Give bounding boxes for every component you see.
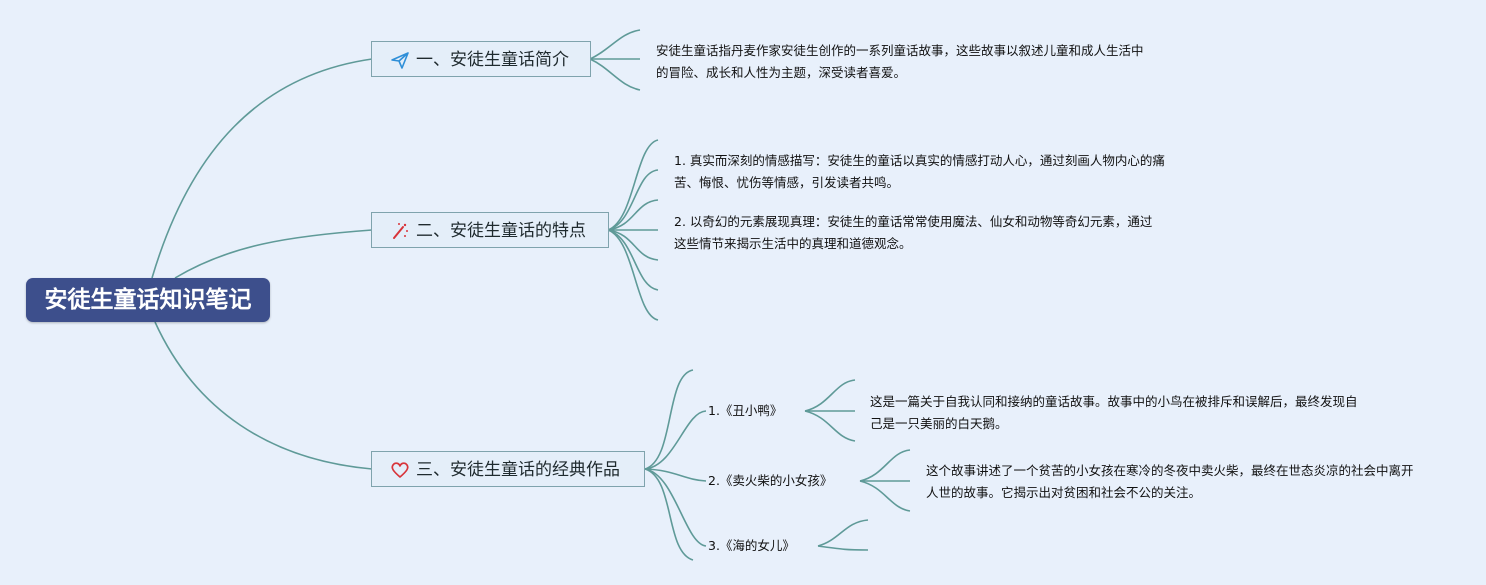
heart-icon — [390, 460, 412, 480]
feature-item: 2. 以奇幻的元素展现真理：安徒生的童话常常使用魔法、仙女和动物等奇幻元素，通过… — [674, 214, 1153, 251]
branch-title: 二、安徒生童话的特点 — [416, 221, 586, 241]
feature-item: 1. 真实而深刻的情感描写：安徒生的童话以真实的情感打动人心，通过刻画人物内心的… — [674, 153, 1165, 190]
branch-title: 三、安徒生童话的经典作品 — [416, 460, 620, 480]
branch-features[interactable]: 二、安徒生童话的特点 — [371, 212, 609, 248]
work-description: 这个故事讲述了一个贫苦的小女孩在寒冷的冬夜中卖火柴，最终在世态炎凉的社会中离开人… — [926, 463, 1414, 500]
paper-plane-icon — [390, 50, 412, 70]
introduction-text: 安徒生童话指丹麦作家安徒生创作的一系列童话故事，这些故事以叙述儿童和成人生活中的… — [656, 43, 1144, 80]
work-title[interactable]: 3.《海的女儿》 — [708, 538, 795, 553]
magic-wand-icon — [390, 221, 412, 241]
work-title[interactable]: 1.《丑小鸭》 — [708, 403, 783, 418]
branch-introduction[interactable]: 一、安徒生童话简介 — [371, 41, 591, 77]
branch-title: 一、安徒生童话简介 — [416, 50, 569, 70]
work-title[interactable]: 2.《卖火柴的小女孩》 — [708, 473, 833, 488]
branch-classic-works[interactable]: 三、安徒生童话的经典作品 — [371, 451, 645, 487]
root-title: 安徒生童话知识笔记 — [44, 287, 252, 313]
root-node[interactable]: 安徒生童话知识笔记 — [26, 278, 270, 322]
work-description: 这是一篇关于自我认同和接纳的童话故事。故事中的小鸟在被排斥和误解后，最终发现自己… — [870, 394, 1358, 431]
